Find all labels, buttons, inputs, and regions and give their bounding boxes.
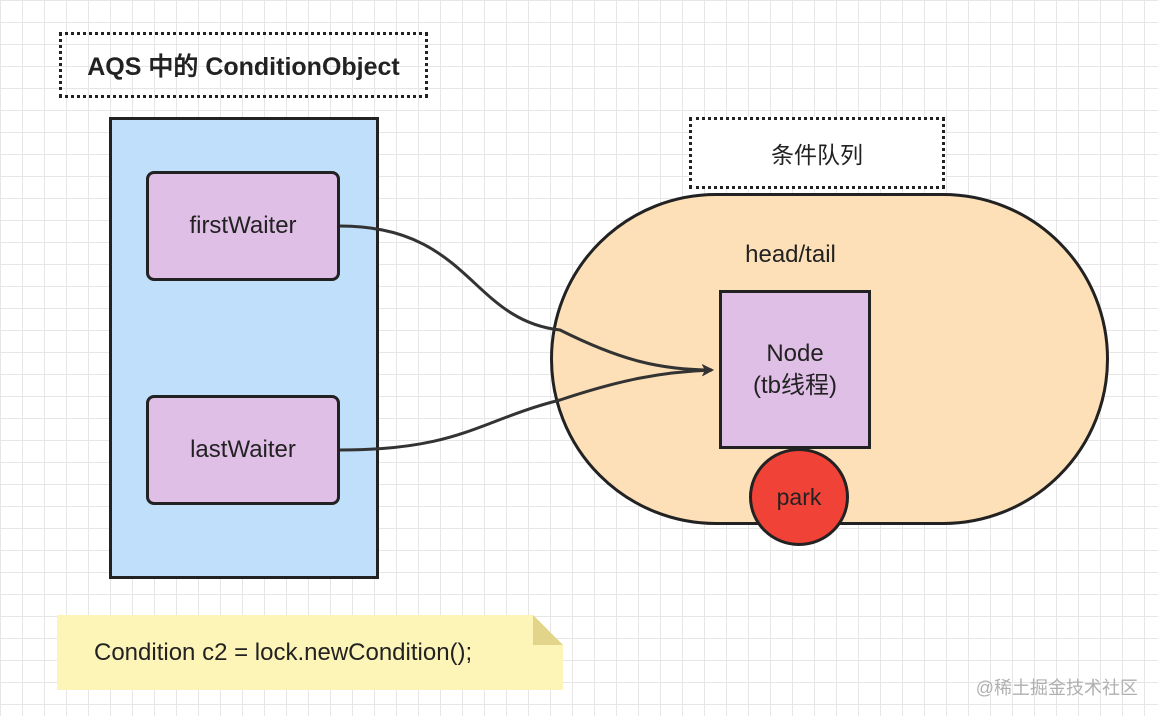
diagram-title: AQS 中的 ConditionObject (59, 32, 428, 98)
watermark: @稀土掘金技术社区 (975, 678, 1138, 698)
head-tail-label: head/tail (745, 241, 836, 268)
condition-queue-label-box: 条件队列 (689, 117, 945, 189)
first-waiter-box: firstWaiter (146, 171, 340, 281)
first-waiter-label: firstWaiter (189, 212, 297, 239)
condition-queue-label: 条件队列 (771, 142, 863, 168)
note-fold-icon (533, 615, 563, 645)
diagram-title-text: AQS 中的 ConditionObject (87, 53, 400, 81)
park-label: park (776, 483, 822, 510)
park-circle: park (749, 448, 849, 546)
code-note-text: Condition c2 = lock.newCondition(); (94, 638, 473, 666)
node-box: Node (tb线程) (719, 290, 871, 449)
code-note: Condition c2 = lock.newCondition(); (57, 615, 563, 690)
node-thread-label: (tb线程) (753, 371, 837, 399)
last-waiter-box: lastWaiter (146, 395, 340, 505)
node-label: Node (766, 339, 824, 367)
last-waiter-label: lastWaiter (190, 436, 296, 463)
